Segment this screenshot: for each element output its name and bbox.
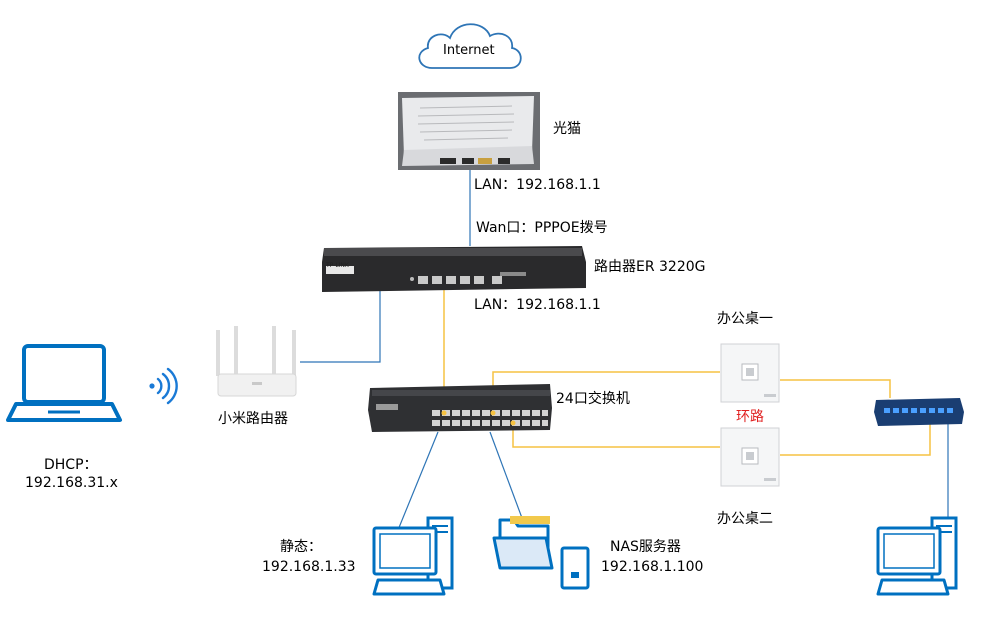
- laptop-icon: [6, 344, 122, 422]
- link-switch-desk2: [512, 424, 720, 448]
- folder-icon: [492, 516, 590, 590]
- switch-icon: [874, 398, 964, 426]
- modem-icon: [398, 92, 540, 170]
- nas-ip-label: 192.168.1.100: [601, 559, 704, 575]
- router-brand-logo: TP-LINK: [326, 262, 349, 269]
- internet-label: Internet: [443, 43, 495, 58]
- link-switch-pc: [397, 431, 439, 531]
- wall-socket-icon: [720, 343, 780, 403]
- desktop-icon: [372, 516, 454, 596]
- link-desk2-smallswitch: [780, 418, 931, 456]
- switch-icon: [368, 384, 552, 432]
- router-wan-label: Wan口：PPPOE拨号: [476, 220, 608, 236]
- desktop-icon: [876, 516, 958, 596]
- pc-ip-label: 192.168.1.33: [262, 559, 356, 575]
- connections: [300, 168, 949, 531]
- desk1-label: 办公桌一: [717, 311, 773, 327]
- wifi-icon: [149, 367, 178, 405]
- modem-lan-label: LAN：192.168.1.1: [474, 177, 601, 193]
- router-icon: [322, 246, 586, 292]
- cloud-icon: [418, 23, 522, 69]
- nas-label: NAS服务器: [610, 539, 681, 555]
- router-label: 路由器ER 3220G: [594, 259, 706, 275]
- wall-socket-icon: [720, 427, 780, 487]
- loop-label: 环路: [736, 409, 764, 425]
- modem-label: 光猫: [553, 121, 581, 137]
- link-switch-nas: [489, 431, 523, 519]
- xiaomi-label: 小米路由器: [218, 411, 288, 427]
- router-lan-label: LAN：192.168.1.1: [474, 297, 601, 313]
- link-desk1-smallswitch: [780, 379, 891, 398]
- pc-static-label: 静态：: [280, 539, 322, 555]
- switch24-label: 24口交换机: [556, 391, 630, 407]
- router-icon: [216, 326, 297, 397]
- laptop-ip-label: 192.168.31.x: [25, 475, 118, 491]
- laptop-dhcp-label: DHCP：: [44, 457, 98, 473]
- link-router-xiaomi: [300, 290, 381, 363]
- desk2-label: 办公桌二: [717, 511, 773, 527]
